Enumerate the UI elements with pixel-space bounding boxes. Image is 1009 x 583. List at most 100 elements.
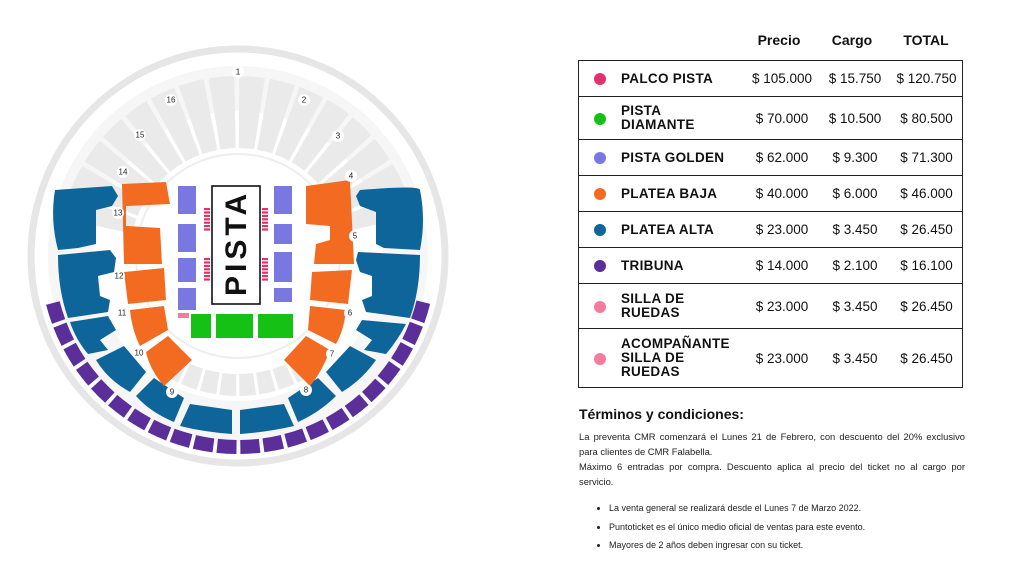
header-precio: Precio <box>757 32 801 48</box>
pista-diamante-3[interactable] <box>258 314 293 338</box>
pista-golden-sections[interactable] <box>178 186 292 310</box>
platea-alta-bottom-mid-a[interactable] <box>180 404 232 434</box>
tribuna-block[interactable] <box>90 379 115 403</box>
palco-pista-seat[interactable] <box>204 278 210 281</box>
platea-baja-6[interactable] <box>308 306 346 344</box>
tribuna-block[interactable] <box>53 322 75 346</box>
pista-golden-left-3[interactable] <box>178 258 196 282</box>
pista-golden-right-2[interactable] <box>274 224 292 244</box>
platea-baja-5b[interactable] <box>310 270 352 304</box>
platea-alta-sections[interactable] <box>53 186 423 434</box>
tribuna-block[interactable] <box>325 408 350 431</box>
palco-pista-seat[interactable] <box>204 225 210 228</box>
tribuna-block[interactable] <box>344 394 369 418</box>
tribuna-sections[interactable] <box>46 300 431 454</box>
palco-pista-seat[interactable] <box>262 278 268 281</box>
palco-pista-seat[interactable] <box>262 211 268 214</box>
tribuna-block[interactable] <box>63 342 86 367</box>
zone-precio: $ 70.000 <box>745 96 819 140</box>
tribuna-block[interactable] <box>108 394 132 418</box>
platea-baja-7[interactable] <box>284 336 330 386</box>
section-number-badge <box>112 207 124 219</box>
palco-pista-seat[interactable] <box>204 258 210 261</box>
section-number: 16 <box>167 96 176 105</box>
platea-baja-sections[interactable] <box>122 180 354 386</box>
platea-alta-left-upper[interactable] <box>53 186 119 250</box>
pista-golden-left-1[interactable] <box>178 186 196 214</box>
platea-alta-bottom-left-a[interactable] <box>96 346 146 392</box>
platea-alta-right-middle[interactable] <box>356 252 420 318</box>
palco-pista-left[interactable] <box>204 208 210 281</box>
pista-golden-right-3[interactable] <box>274 252 292 282</box>
section-number: 9 <box>170 388 175 397</box>
tribuna-block[interactable] <box>262 434 285 453</box>
platea-baja-13-14[interactable] <box>122 182 170 264</box>
palco-pista-seat[interactable] <box>204 218 210 221</box>
palco-pista-seat[interactable] <box>262 264 268 267</box>
palco-pista-seat[interactable] <box>204 268 210 271</box>
palco-pista-seat[interactable] <box>262 271 268 274</box>
palco-pista-seat[interactable] <box>204 228 210 231</box>
tribuna-block[interactable] <box>391 342 413 366</box>
palco-pista-seat[interactable] <box>262 261 268 264</box>
palco-pista-seat[interactable] <box>262 228 268 231</box>
palco-pista-seat[interactable] <box>262 225 268 228</box>
palco-pista-seat[interactable] <box>204 208 210 211</box>
palco-pista-seat[interactable] <box>204 261 210 264</box>
platea-alta-bottom-right-a[interactable] <box>326 346 376 392</box>
palco-pista-seat[interactable] <box>262 268 268 271</box>
tribuna-block[interactable] <box>305 419 329 441</box>
tribuna-block[interactable] <box>127 408 151 431</box>
pista-diamante-sections[interactable] <box>191 314 293 338</box>
palco-pista-seat[interactable] <box>204 275 210 278</box>
section-number-badge <box>300 384 312 396</box>
pista-golden-right-4[interactable] <box>274 288 292 302</box>
pista-golden-left-4[interactable] <box>178 288 196 310</box>
platea-baja-10[interactable] <box>146 336 192 386</box>
section-number-badge <box>133 347 145 359</box>
tribuna-block[interactable] <box>402 321 423 346</box>
pista-golden-right-1[interactable] <box>274 186 292 214</box>
palco-pista-seat[interactable] <box>262 214 268 217</box>
tribuna-block[interactable] <box>192 435 215 453</box>
tribuna-block[interactable] <box>411 300 431 324</box>
platea-baja-11[interactable] <box>130 306 168 346</box>
platea-baja-12[interactable] <box>124 268 166 304</box>
platea-alta-bottom-mid-b[interactable] <box>240 404 294 434</box>
palco-pista-seat[interactable] <box>262 258 268 261</box>
tribuna-block[interactable] <box>240 438 261 454</box>
palco-pista-seat[interactable] <box>262 275 268 278</box>
platea-alta-right-upper[interactable] <box>356 187 423 251</box>
platea-alta-right-lower[interactable] <box>356 320 406 354</box>
silla-de-ruedas-area[interactable] <box>178 313 189 318</box>
tribuna-block[interactable] <box>76 361 99 386</box>
palco-pista-sections[interactable] <box>204 208 268 281</box>
palco-pista-seat[interactable] <box>262 221 268 224</box>
platea-alta-left-lower[interactable] <box>70 316 116 354</box>
palco-pista-seat[interactable] <box>204 264 210 267</box>
tribuna-block[interactable] <box>284 428 308 448</box>
platea-alta-bottom-left-b[interactable] <box>136 378 184 422</box>
platea-baja-4-5[interactable] <box>306 180 354 264</box>
palco-pista-seat[interactable] <box>204 271 210 274</box>
pista-diamante-2[interactable] <box>216 314 253 338</box>
tribuna-block[interactable] <box>216 438 237 454</box>
pista-golden-left-2[interactable] <box>178 224 196 252</box>
palco-pista-seat[interactable] <box>262 218 268 221</box>
tribuna-block[interactable] <box>147 419 172 441</box>
tribuna-block[interactable] <box>362 378 386 403</box>
palco-pista-seat[interactable] <box>204 221 210 224</box>
palco-pista-seat[interactable] <box>204 214 210 217</box>
pista-diamante-1[interactable] <box>191 314 211 338</box>
price-row-palco-pista: PALCO PISTA $ 105.000 $ 15.750 $ 120.750 <box>578 60 963 97</box>
platea-alta-bottom-right-b[interactable] <box>288 378 336 422</box>
palco-pista-seat[interactable] <box>204 211 210 214</box>
platea-alta-left-middle[interactable] <box>58 250 116 318</box>
tribuna-block[interactable] <box>377 361 401 385</box>
zone-precio: $ 23.000 <box>745 211 819 248</box>
tribuna-block[interactable] <box>169 428 193 448</box>
tribuna-block[interactable] <box>46 301 66 324</box>
palco-pista-seat[interactable] <box>262 208 268 211</box>
palco-pista-right[interactable] <box>262 208 268 281</box>
terms-section: Términos y condiciones: La preventa CMR … <box>579 406 965 555</box>
